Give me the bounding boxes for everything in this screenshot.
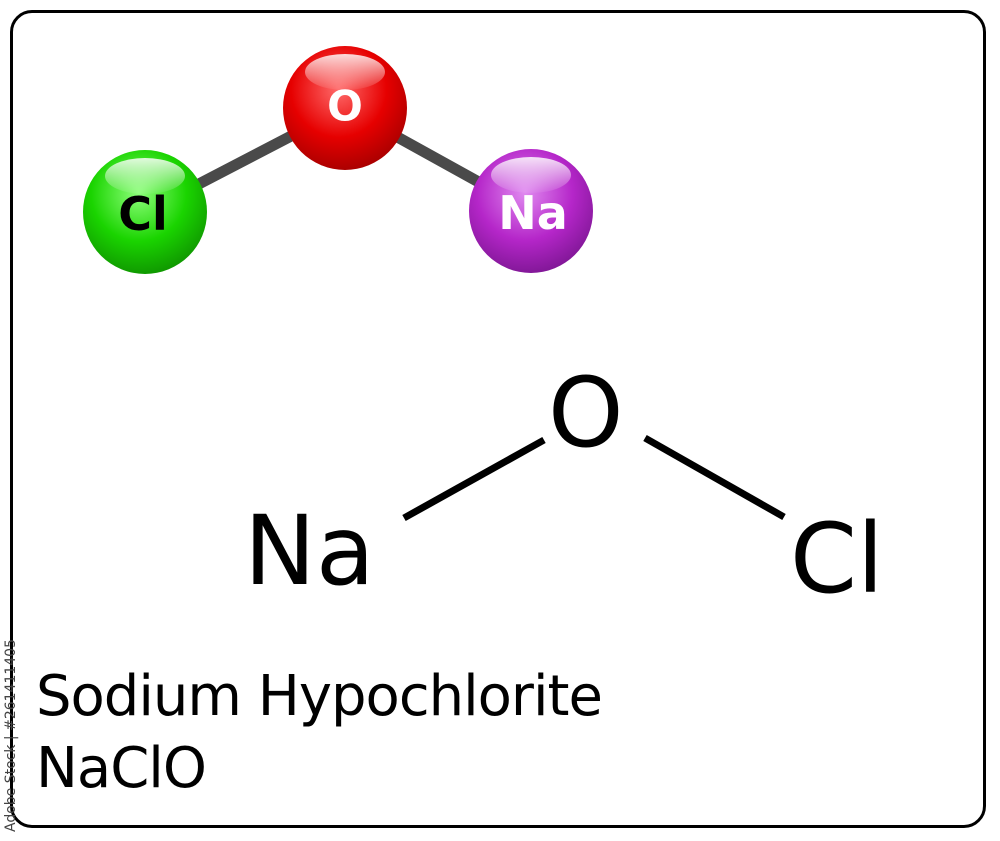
stock-watermark-id: Adobe Stock | #261411405 xyxy=(3,639,19,832)
compound-formula: NaClO xyxy=(36,736,207,801)
atom-oxygen-label: O xyxy=(327,82,363,131)
atom-sodium-label: Na xyxy=(498,186,568,240)
atom-oxygen: O xyxy=(283,46,407,170)
atom-sodium: Na xyxy=(469,149,593,273)
structural-na-label: Na xyxy=(244,495,375,607)
bond-na-o xyxy=(402,436,546,522)
structural-cl-label: Cl xyxy=(790,503,884,615)
ball-model: O Cl Na xyxy=(83,46,593,274)
structural-o-label: O xyxy=(548,357,624,469)
atom-chlorine-label: Cl xyxy=(118,187,168,241)
structural-formula: Na O Cl xyxy=(244,357,884,615)
diagram-frame xyxy=(10,10,986,828)
compound-name: Sodium Hypochlorite xyxy=(36,664,603,729)
atom-chlorine: Cl xyxy=(83,150,207,274)
bond-o-cl xyxy=(643,434,786,521)
